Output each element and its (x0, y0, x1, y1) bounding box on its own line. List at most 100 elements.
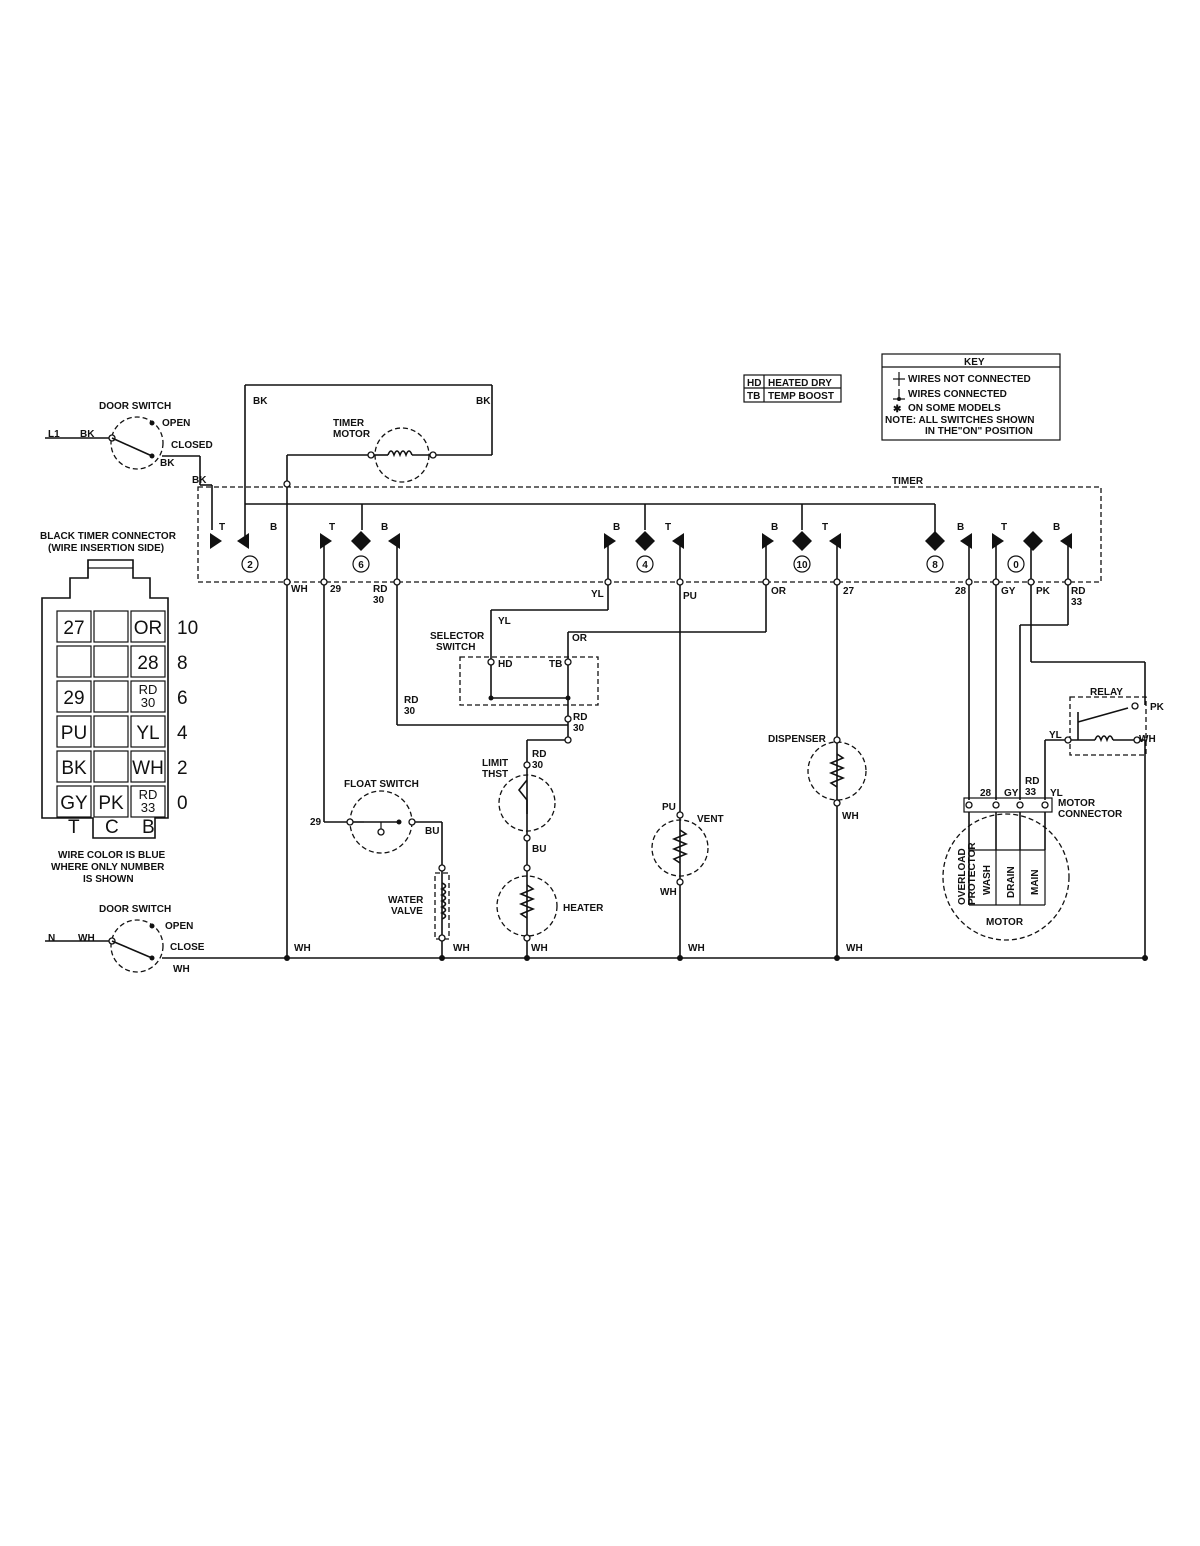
limit-label2: THST (482, 769, 508, 780)
closed-label: CLOSED (171, 440, 213, 451)
timer-contact-common (635, 531, 655, 551)
heater: HEATER WH (496, 864, 604, 954)
float-switch-label: FLOAT SWITCH (344, 779, 419, 790)
wire-30-label: 30 (532, 760, 544, 771)
t-label: T (1001, 522, 1007, 533)
connector-cell-label: 30 (141, 695, 155, 710)
connector-row-number: 2 (177, 758, 188, 779)
switch-number: 0 (1013, 560, 1019, 571)
t-label: T (329, 522, 335, 533)
connector-note-line2: WHERE ONLY NUMBER (51, 862, 165, 873)
timer-contact-t (672, 533, 684, 549)
close-label: CLOSE (170, 942, 205, 953)
timer-wire-labels: WH 29 RD 30 YL PU OR 27 28 GY PK RD 33 (291, 584, 1085, 608)
or-label: OR (771, 586, 787, 597)
connector-cell (93, 645, 129, 678)
timer-contact-t (320, 533, 332, 549)
rd-label: RD (532, 749, 546, 760)
connector-row-number: 0 (177, 793, 188, 814)
wire-29-label: 29 (330, 584, 342, 595)
t-label: T (822, 522, 828, 533)
connector-cell (130, 610, 166, 643)
vent: PU VENT WH WH (651, 802, 724, 954)
timer-contact-common (792, 531, 812, 551)
connector-cell-label: YL (136, 723, 159, 744)
yl-label: YL (591, 589, 604, 600)
b-label: B (381, 522, 388, 533)
wire-33-label: 33 (1071, 597, 1083, 608)
timer-motor-label1: TIMER (333, 418, 365, 429)
hd-label: HD (498, 659, 512, 670)
bk-label: BK (80, 429, 95, 440)
connector-cell (93, 785, 129, 818)
switch-number-circle (1007, 555, 1025, 573)
switch-number: 4 (642, 560, 648, 571)
connector-cell (93, 750, 129, 783)
connector-cell-label: 33 (141, 800, 155, 815)
wire-30-label: 30 (404, 706, 416, 717)
connector-col-c: C (105, 817, 119, 838)
connector-cell (56, 715, 92, 748)
wash-label: WASH (982, 865, 993, 895)
connector-cell-label: WH (132, 758, 164, 779)
key-note-line1: NOTE: ALL SWITCHES SHOWN (885, 415, 1034, 426)
timer-contact-b (960, 533, 972, 549)
bk-label: BK (160, 458, 175, 469)
rd-label: RD (373, 584, 387, 595)
motor-connector-label2: CONNECTOR (1058, 809, 1123, 820)
connector-title: BLACK TIMER CONNECTOR (40, 531, 177, 542)
connector-cell-label: PU (61, 723, 87, 744)
l1-label: L1 (48, 429, 60, 440)
pk-label: PK (1036, 586, 1051, 597)
connector-row-number: 6 (177, 688, 188, 709)
timer-contact-common (1023, 531, 1043, 551)
neutral-rail-labels: WH (294, 943, 311, 954)
t-label: T (219, 522, 225, 533)
switch-number-circle (793, 555, 811, 573)
limit-label1: LIMIT (482, 758, 508, 769)
key-box: KEY WIRES NOT CONNECTED WIRES CONNECTED … (881, 353, 1061, 441)
gy-label: GY (1004, 788, 1019, 799)
wh-label: WH (291, 584, 308, 595)
wh-label: WH (78, 933, 95, 944)
rd-label: RD (573, 712, 587, 723)
door-switch-label: DOOR SWITCH (99, 401, 171, 412)
connector-cell (56, 610, 92, 643)
gy-label: GY (1001, 586, 1016, 597)
motor: OVERLOAD PROTECTOR WASH DRAIN MAIN MOTOR (942, 812, 1070, 941)
connector-cell-label: RD (139, 682, 158, 697)
timer-contact-b (1060, 533, 1072, 549)
relay: RELAY PK YL WH (1049, 687, 1165, 756)
overload-label1: OVERLOAD (957, 848, 968, 905)
connector-cell (130, 750, 166, 783)
wire-33-label: 33 (1025, 787, 1037, 798)
wh-label: WH (1139, 734, 1156, 745)
yl-label: YL (1050, 788, 1063, 799)
connector-cell (130, 785, 166, 818)
switch-number: 10 (796, 560, 808, 571)
timer-contact-t (210, 533, 222, 549)
key-note-line2: IN THE"ON" POSITION (925, 426, 1033, 437)
wire-30-label: 30 (573, 723, 585, 734)
wire-28-label: 28 (955, 586, 967, 597)
dispenser: DISPENSER WH WH (768, 734, 867, 954)
connector-cell (93, 610, 129, 643)
connector-subtitle: (WIRE INSERTION SIDE) (48, 543, 164, 554)
timer-contact-b (604, 533, 616, 549)
b-label: B (613, 522, 620, 533)
connector-cell-label: RD (139, 787, 158, 802)
door-switch-top: DOOR SWITCH OPEN CLOSED L1 BK BK BK (48, 401, 213, 486)
bk-label: BK (476, 396, 491, 407)
water-valve-label2: VALVE (391, 906, 423, 917)
connector-cell (93, 715, 129, 748)
bk-label: BK (192, 475, 207, 486)
door-switch-bottom: DOOR SWITCH OPEN CLOSE N WH WH (48, 904, 205, 975)
connector-cell-label: 29 (63, 688, 84, 709)
float-switch: FLOAT SWITCH 29 BU (310, 779, 439, 854)
key-connected: WIRES CONNECTED (908, 389, 1007, 400)
pu-label: PU (662, 802, 676, 813)
wh-label: WH (294, 943, 311, 954)
timer-enclosure (197, 486, 1102, 583)
timer-contact-t (992, 533, 1004, 549)
